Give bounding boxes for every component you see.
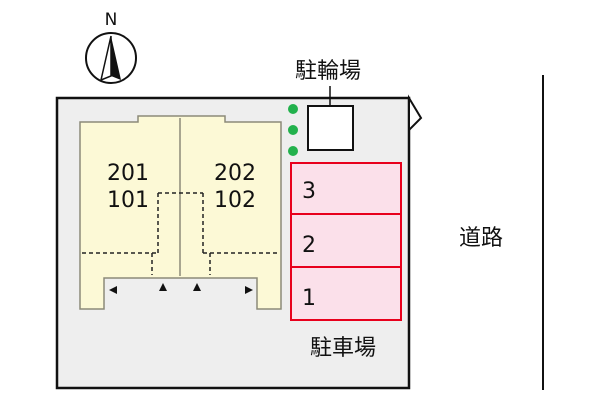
compass: N [85, 10, 137, 84]
parking-space-number: 1 [302, 286, 316, 311]
entrance-arrow-up-icon [193, 283, 201, 291]
road-label: 道路 [459, 226, 503, 251]
bicycle-parking-label: 駐輪場 [295, 59, 361, 84]
parking-spaces: 3 2 1 [290, 162, 402, 321]
entrance-arrow-right-icon [245, 286, 253, 294]
bicycle-parking-area [307, 105, 354, 151]
entrance-marker [408, 94, 423, 133]
unit-upper-label: 202 [214, 161, 256, 186]
unit-upper-label: 201 [107, 161, 149, 186]
unit-lower-label: 101 [107, 188, 149, 213]
trees [288, 104, 298, 156]
entrance-arrow-left-icon [109, 286, 117, 294]
tree-icon [288, 125, 298, 135]
building: 201 101 202 102 [79, 115, 282, 310]
compass-label: N [105, 10, 118, 30]
north-arrow-icon [85, 32, 137, 84]
unit-lower-label: 102 [214, 188, 256, 213]
tree-icon [288, 104, 298, 114]
parking-label: 駐車場 [310, 336, 376, 361]
entrance-arrow-up-icon [159, 283, 167, 291]
parking-space [290, 266, 402, 321]
parking-space-number: 2 [302, 233, 316, 258]
tree-icon [288, 146, 298, 156]
parking-space-number: 3 [302, 179, 316, 204]
